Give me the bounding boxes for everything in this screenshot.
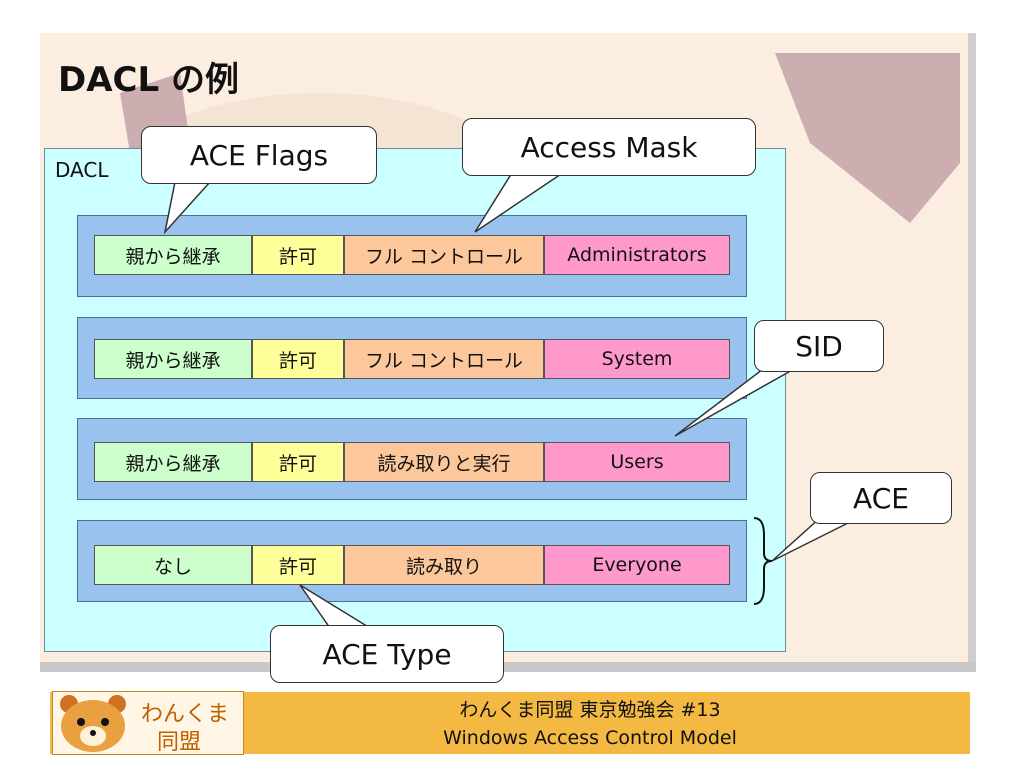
- ace-row: 親から継承 許可 フル コントロール Administrators: [77, 215, 747, 297]
- slide-shadow-right: [968, 33, 976, 672]
- logo-text-bottom: 同盟: [157, 730, 202, 755]
- ace-flags-cell: 親から継承: [94, 235, 252, 275]
- footer-line-2: Windows Access Control Model: [443, 727, 737, 749]
- dacl-label: DACL: [55, 158, 109, 182]
- wankuma-logo: わんくま 同盟: [52, 691, 244, 755]
- access-mask-cell: フル コントロール: [344, 235, 544, 275]
- ace-flags-cell: なし: [94, 545, 252, 585]
- ace-type-cell: 許可: [252, 442, 344, 482]
- ace-type-cell: 許可: [252, 339, 344, 379]
- sid-cell: System: [544, 339, 730, 379]
- slide-title: DACL の例: [58, 60, 239, 100]
- ace-type-cell: 許可: [252, 235, 344, 275]
- ace-callout: ACE: [810, 472, 952, 524]
- sid-cell: Everyone: [544, 545, 730, 585]
- sid-cell: Users: [544, 442, 730, 482]
- ace-flags-callout: ACE Flags: [141, 126, 377, 184]
- ace-flags-cell: 親から継承: [94, 339, 252, 379]
- ace-type-callout: ACE Type: [270, 625, 504, 683]
- sid-callout: SID: [754, 320, 884, 372]
- ace-row: なし 許可 読み取り Everyone: [77, 520, 747, 602]
- logo-text-top: わんくま: [141, 702, 230, 727]
- ace-flags-cell: 親から継承: [94, 442, 252, 482]
- access-mask-cell: 読み取り: [344, 545, 544, 585]
- footer-line-1: わんくま同盟 東京勉強会 #13: [459, 699, 721, 721]
- ace-row: 親から継承 許可 フル コントロール System: [77, 317, 747, 399]
- sid-cell: Administrators: [544, 235, 730, 275]
- slide-shadow-bottom: [40, 662, 976, 672]
- ace-row: 親から継承 許可 読み取りと実行 Users: [77, 418, 747, 500]
- ace-type-cell: 許可: [252, 545, 344, 585]
- access-mask-callout: Access Mask: [462, 118, 756, 176]
- access-mask-cell: フル コントロール: [344, 339, 544, 379]
- footer-caption: わんくま同盟 東京勉強会 #13 Windows Access Control …: [330, 696, 850, 752]
- bear-icon: [60, 695, 126, 752]
- access-mask-cell: 読み取りと実行: [344, 442, 544, 482]
